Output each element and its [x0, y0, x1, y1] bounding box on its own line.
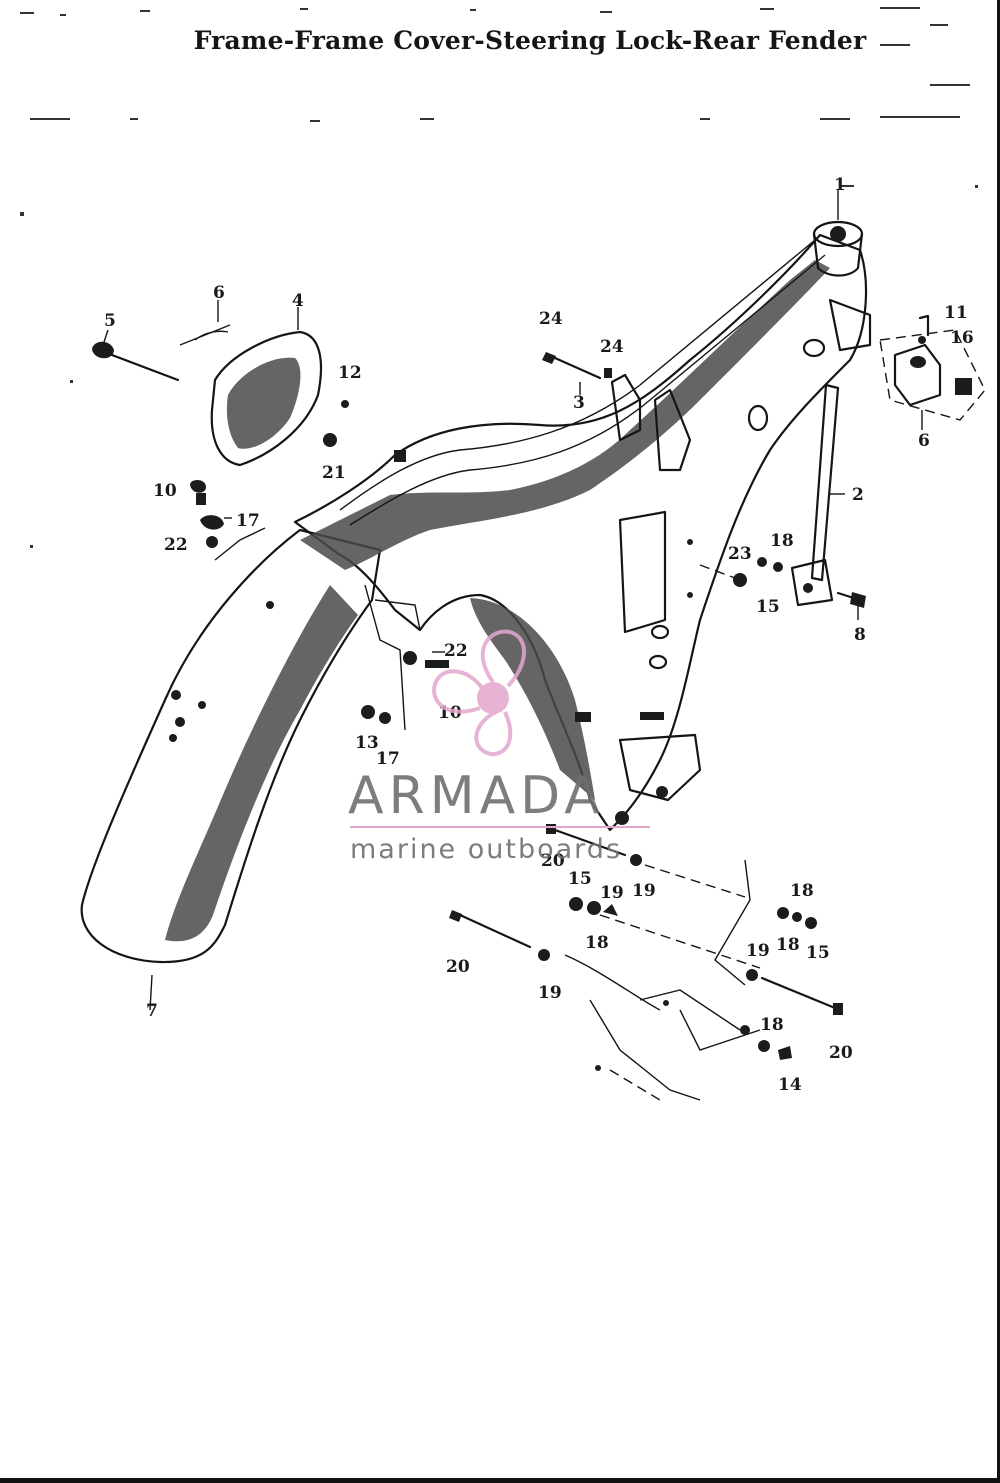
diagram-title: Frame-Frame Cover-Steering Lock-Rear Fen… [193, 26, 867, 55]
rear-fender [80, 528, 382, 964]
callout-2: 2 [852, 485, 864, 505]
callout-3: 3 [573, 393, 585, 413]
lower-bracket-assembly [449, 824, 843, 1101]
stand-rod [790, 383, 866, 608]
bolt-3 [542, 352, 612, 380]
callout-12: 12 [338, 363, 362, 383]
callout-24-left: 24 [539, 309, 563, 329]
callout-17-mid: 17 [376, 749, 400, 769]
callout-19-d: 19 [746, 941, 770, 961]
scan-right-border [997, 0, 1000, 1483]
watermark-tagline: marine outboards [350, 834, 623, 865]
callout-15-lower-left: 15 [568, 869, 592, 889]
callout-5: 5 [104, 311, 116, 331]
main-frame [293, 220, 872, 832]
callout-19-b: 19 [600, 883, 624, 903]
callout-18-upper: 18 [770, 531, 794, 551]
leader-lines [103, 190, 923, 1011]
callout-4: 4 [292, 291, 304, 311]
callout-18-right-2: 18 [776, 935, 800, 955]
steering-lock-assembly [879, 314, 986, 421]
callout-11: 11 [944, 303, 968, 323]
watermark-brand-name: ARMADA [348, 766, 605, 826]
callout-6-upper: 6 [213, 283, 225, 303]
callout-10-upper: 10 [153, 481, 177, 501]
scan-noise [20, 7, 978, 548]
callout-16: 16 [950, 328, 974, 348]
armada-propeller-logo [432, 629, 526, 756]
screw-5 [92, 341, 180, 382]
callout-18-lower-right: 18 [790, 881, 814, 901]
mid-hardware [361, 557, 783, 731]
callout-7: 7 [146, 1001, 158, 1021]
callout-23: 23 [728, 544, 752, 564]
callout-20-left: 20 [446, 957, 470, 977]
callout-18-lower-left: 18 [585, 933, 609, 953]
callout-19-a: 19 [632, 881, 656, 901]
callout-20-right: 20 [829, 1043, 853, 1063]
callout-1: 1 [834, 175, 846, 195]
callout-8: 8 [854, 625, 866, 645]
frame-cover [179, 324, 323, 467]
callout-17-upper: 17 [236, 511, 260, 531]
callout-labels: 1 2 3 4 5 6 6 7 8 10 10 11 12 13 14 15 1… [104, 175, 974, 1095]
callout-22-mid: 22 [444, 641, 468, 661]
upper-left-hardware [190, 400, 349, 561]
callout-21: 21 [322, 463, 346, 483]
callout-15-upper: 15 [756, 597, 780, 617]
callout-6-lock: 6 [918, 431, 930, 451]
callout-19-c: 19 [538, 983, 562, 1003]
callout-22-upper: 22 [164, 535, 188, 555]
watermark-divider [350, 826, 650, 828]
callout-18-bottom: 18 [760, 1015, 784, 1035]
callout-15-lower-right: 15 [806, 943, 830, 963]
callout-20-upper: 20 [541, 851, 565, 871]
callout-14: 14 [778, 1075, 802, 1095]
callout-13: 13 [355, 733, 379, 753]
callout-24-right: 24 [600, 337, 624, 357]
scan-bottom-border [0, 1478, 1000, 1483]
